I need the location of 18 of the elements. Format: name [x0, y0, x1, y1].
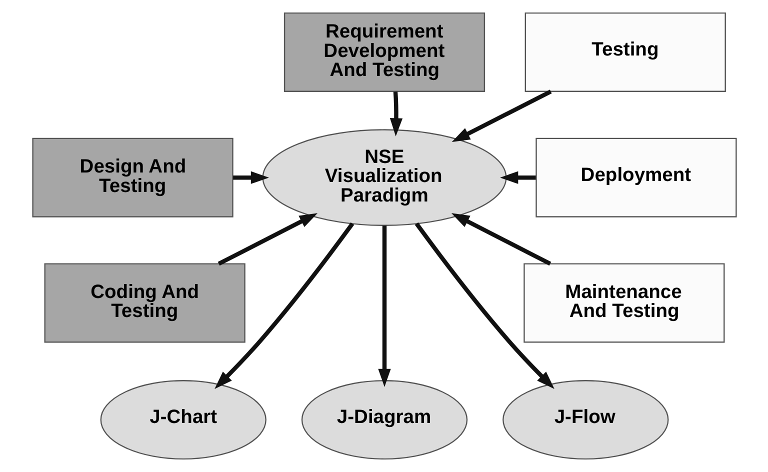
arrow [214, 222, 354, 389]
node-box: Requirement Development And Testing [283, 12, 485, 92]
arrow [378, 226, 390, 387]
arrow [414, 222, 554, 389]
node-box: Testing [524, 12, 726, 92]
arrow [217, 213, 318, 266]
node-ellipse: J-Flow [502, 380, 668, 460]
arrow [389, 92, 402, 136]
node-box: Deployment [535, 138, 736, 218]
arrow [451, 90, 552, 142]
node-box: Design And Testing [32, 138, 233, 218]
node-box: Maintenance And Testing [523, 263, 724, 343]
node-ellipse: J-Diagram [300, 380, 468, 460]
arrow [232, 171, 269, 184]
arrow [500, 171, 536, 184]
arrow [450, 213, 551, 266]
node-ellipse: J-Chart [100, 380, 266, 460]
node-box: Coding And Testing [44, 263, 245, 343]
